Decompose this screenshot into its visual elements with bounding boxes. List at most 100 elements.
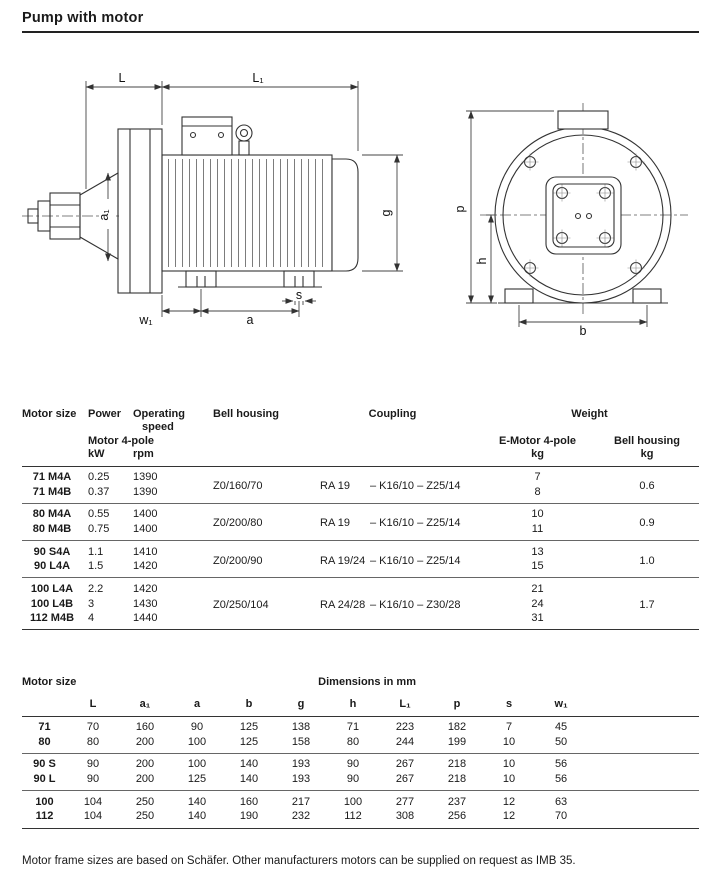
cell-dim-p: 218 [447, 773, 467, 786]
cell-dim-p: 199 [447, 735, 467, 748]
cell-dim-g: 193 [291, 758, 311, 771]
cell-bell-housing: Z0/250/104 [213, 599, 269, 612]
cell-motor-size: 112 [35, 810, 54, 823]
cell-dim-b: 125 [239, 721, 259, 734]
cell-motor-size: 100 L4A [30, 582, 74, 595]
cell-dim-b: 160 [239, 795, 259, 808]
coupling-elements: – K16/10 – Z25/14 [370, 554, 461, 567]
cell-motor-size: 80 M4B [32, 523, 72, 536]
header-bell-housing: Bell housing [213, 408, 279, 420]
cell-rpm: 1400 [133, 508, 158, 521]
coupling-type: RA 19 [320, 480, 350, 493]
spacer-cell [587, 772, 699, 791]
cell-coupling: RA 19– K16/10 – Z25/14 [305, 503, 480, 540]
col-header-p: p [453, 698, 461, 711]
cell-dim-a1: 250 [135, 810, 155, 823]
spacer-cell [587, 735, 699, 754]
cell-dim-L1: 223 [395, 721, 415, 734]
cell-power: 1.1 [88, 545, 104, 558]
cell-dim-L: 70 [86, 721, 100, 734]
col-header-a: a [193, 698, 201, 711]
cell-dim-s: 7 [505, 721, 513, 734]
cell-dim-g: 138 [291, 721, 311, 734]
cell-power: 0.75 [88, 523, 110, 536]
cell-rpm: 1420 [133, 560, 158, 573]
table-row: 90 L 90 200 125 140 193 90 267 218 10 56 [22, 772, 699, 791]
front-dimensions: p h b [453, 110, 648, 338]
col-header-b: b [245, 698, 253, 711]
cell-motor-weight: 21 [531, 582, 544, 595]
cell-power: 0.25 [88, 471, 110, 484]
dim-label-p: p [453, 205, 467, 212]
terminal-box-side [181, 116, 233, 156]
cell-motor-weight: 13 [531, 545, 544, 558]
col-header-L1: L₁ [399, 698, 411, 711]
unit-rpm: rpm [133, 448, 154, 460]
cell-rpm: 1390 [133, 471, 158, 484]
dim-group-71-80: 71 70 160 90 125 138 71 223 182 7 45 80 … [22, 716, 699, 753]
cell-dim-L: 90 [86, 773, 100, 786]
cell-motor-size: 71 M4B [32, 485, 72, 498]
table-row: 112 104 250 140 190 232 112 308 256 12 7… [22, 809, 699, 828]
cell-dim-p: 237 [447, 795, 467, 808]
cell-dim-a1: 200 [135, 735, 155, 748]
motor-table: Motor size Power Operating speed Bell ho… [22, 408, 699, 631]
table-row: 80 M4B 0.75 1400 11 [22, 522, 699, 541]
cell-dim-w1: 63 [554, 795, 568, 808]
motor-table-header: Motor size Power Operating speed Bell ho… [22, 408, 699, 467]
cell-rpm: 1410 [133, 545, 158, 558]
lifting-eye [235, 124, 253, 156]
cell-power: 4 [88, 612, 95, 625]
cell-rpm: 1420 [133, 582, 158, 595]
cell-motor-size: 112 M4B [29, 612, 75, 625]
cell-motor-weight: 11 [531, 523, 544, 536]
page-title: Pump with motor [22, 10, 144, 26]
cell-dim-h: 71 [346, 721, 360, 734]
cell-rpm: 1440 [133, 612, 158, 625]
cell-rpm: 1390 [133, 485, 158, 498]
cell-dim-L1: 244 [395, 735, 415, 748]
cell-bell-weight: 0.6 [639, 480, 655, 493]
table-row: 90 S4A 1.1 1410 Z0/200/90 RA 19/24– K16/… [22, 541, 699, 567]
cell-dim-g: 217 [291, 795, 311, 808]
cell-dim-a1: 250 [135, 795, 155, 808]
header-dimensions-in-mm: Dimensions in mm [318, 676, 416, 689]
cell-motor-weight: 31 [531, 612, 544, 625]
cell-motor-size: 71 M4A [32, 471, 72, 484]
header-motor-4pole: Motor 4-pole [88, 435, 154, 447]
flange-bolt [627, 259, 645, 277]
cell-motor-size: 100 [35, 795, 54, 808]
spacer-cell [587, 791, 699, 810]
cell-power: 0.37 [88, 485, 110, 498]
cell-dim-w1: 56 [554, 773, 568, 786]
cell-rpm: 1400 [133, 523, 158, 536]
cell-dim-s: 12 [502, 810, 516, 823]
mounting-flange [117, 128, 163, 294]
cell-motor-weight: 24 [531, 597, 544, 610]
cell-bell-weight: 1.0 [639, 554, 655, 567]
motor-group-80: 80 M4A 0.55 1400 Z0/200/80 RA 19– K16/10… [22, 503, 699, 540]
cell-dim-L: 104 [83, 795, 103, 808]
cell-motor-weight: 15 [531, 560, 544, 573]
cell-motor-weight: 7 [534, 471, 541, 484]
table-row: 80 80 200 100 125 158 80 244 199 10 50 [22, 735, 699, 754]
spacer-cell [587, 698, 699, 716]
cell-motor-size: 80 [38, 735, 51, 748]
cell-dim-a: 125 [187, 773, 207, 786]
coupling-type: RA 24/28 [320, 599, 366, 612]
cell-dim-p: 256 [447, 810, 467, 823]
cell-coupling: RA 19– K16/10 – Z25/14 [305, 466, 480, 503]
header-emotor-4pole: E-Motor 4-pole [499, 435, 576, 447]
col-header-w1: w₁ [554, 698, 568, 711]
cell-dim-s: 10 [502, 758, 516, 771]
cell-dim-s: 10 [502, 773, 516, 786]
header-operating-speed-line1: Operating [133, 408, 185, 420]
header-weight: Weight [571, 408, 608, 420]
cell-dim-a1: 200 [135, 773, 155, 786]
cell-dim-h: 100 [343, 795, 363, 808]
cell-motor-size: 90 L [33, 773, 56, 786]
flange-bolt [521, 153, 539, 171]
cell-dim-w1: 45 [554, 721, 568, 734]
cell-dim-b: 140 [239, 773, 259, 786]
motor-group-90: 90 S4A 1.1 1410 Z0/200/90 RA 19/24– K16/… [22, 540, 699, 578]
